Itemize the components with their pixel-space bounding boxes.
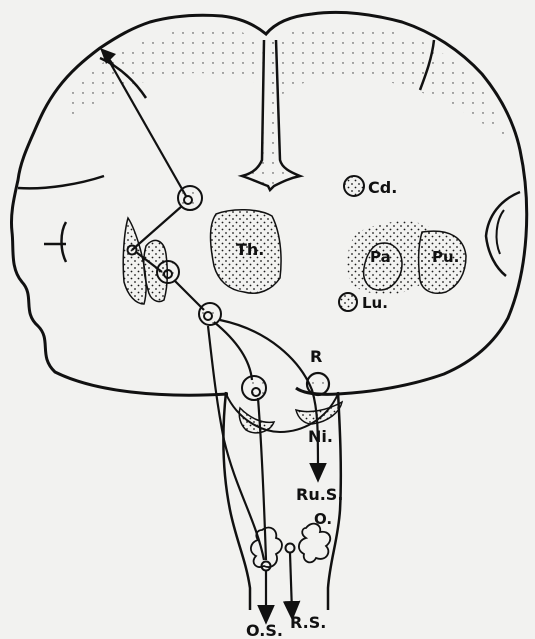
label-pallidum: Pa: [370, 248, 391, 266]
label-luysii: Lu.: [362, 294, 388, 312]
substantia-nigra-left: [239, 408, 274, 433]
relay-circle-3: [157, 261, 179, 283]
relay-circle-4: [199, 303, 221, 325]
label-reticulospinal: R.S.: [290, 613, 326, 632]
label-caudate: Cd.: [368, 178, 397, 197]
sulcus-right-inner: [497, 210, 504, 254]
pathway-3-4: [174, 280, 204, 310]
label-thalamus: Th.: [236, 240, 264, 259]
rs-descending-line: [290, 553, 292, 612]
claustrum-left: [123, 218, 146, 304]
olive-right: [299, 524, 330, 563]
label-putamen: Pu.: [432, 248, 459, 266]
reticular-neuron: [286, 544, 295, 553]
substantia-nigra-right: [296, 402, 342, 424]
sulcus-right-lower: [486, 192, 520, 276]
olivospinal-pathway: [208, 326, 264, 560]
sulcus-left-lower: [44, 222, 66, 262]
caudate-nucleus: [344, 176, 364, 196]
label-olive: O.: [314, 510, 332, 528]
label-nigra: Ni.: [308, 427, 333, 446]
sulcus-left-mid: [18, 176, 104, 188]
label-rubrospinal: Ru.S.: [296, 485, 343, 504]
label-olivospinal: O.S.: [246, 621, 283, 639]
subthalamic-nucleus: [339, 293, 357, 311]
nigral-pathway: [214, 322, 252, 380]
label-red-nucleus: R: [310, 347, 322, 366]
